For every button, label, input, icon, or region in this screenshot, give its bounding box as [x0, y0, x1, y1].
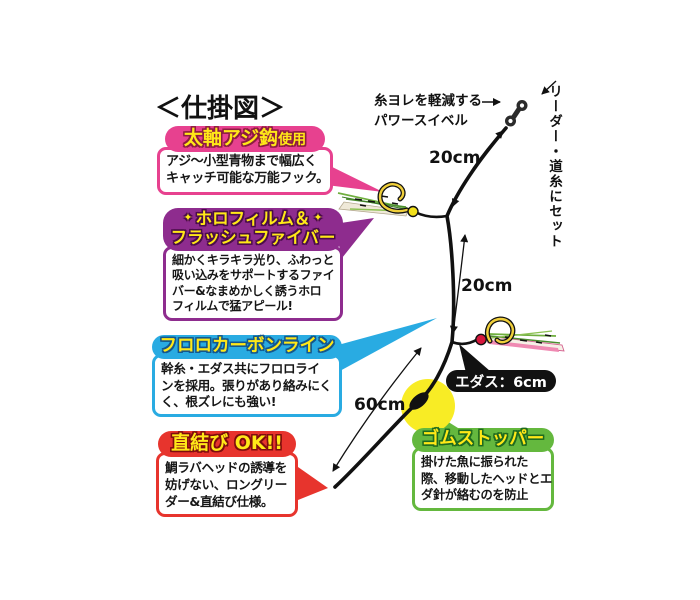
fiber-flecks	[354, 195, 399, 207]
bubble-fluoro-header: フロロカーボンライン	[152, 335, 342, 360]
bubble-hook-header-sub: 使用	[278, 132, 307, 148]
bubble-hook: 太軸アジ鈎使用 アジ〜小型青物まで幅広く キャッチ可能な万能フック。	[157, 126, 333, 195]
bubble-hook-header: 太軸アジ鈎使用	[165, 126, 325, 152]
text-line: キャッチ可能な万能フック。	[166, 170, 329, 186]
fluoro-bubble-pointer	[338, 318, 437, 372]
bubble-stopper: ゴムストッパー 掛けた魚に振られた 際、移動したヘッドとエ ダ針が絡むのを防止	[412, 428, 554, 512]
hook-bubble-pointer	[318, 160, 383, 192]
bubble-holo: ✦ホロフィルム＆✦ フラッシュファイバー 細かくキラキラ光り、ふわっと 吸い込み…	[163, 208, 343, 322]
knot-bubble-pointer	[288, 460, 328, 504]
bubble-holo-header-line1: ✦ホロフィルム＆✦	[167, 209, 339, 229]
sparkle-icon: ✦	[313, 211, 323, 224]
bubble-holo-body: 細かくキラキラ光り、ふわっと 吸い込みをサポートするファイ バー&なまめかしく誘…	[163, 245, 343, 322]
hook-gold-body	[378, 183, 409, 213]
measure-arrow-middle	[449, 234, 469, 334]
edasu-label-pointer	[459, 344, 498, 378]
bubble-knot-header: 直結び OK!!	[158, 431, 296, 457]
text-line: 幹糸・エダス共にフロロライ	[161, 361, 320, 377]
bubble-hook-body: アジ〜小型青物まで幅広く キャッチ可能な万能フック。	[157, 146, 333, 195]
swivel-note-line: パワースイベル	[374, 112, 468, 129]
text-line: く、根ズレにも強い!	[161, 393, 277, 409]
text-line: 妨げない、ロングリー	[165, 476, 287, 492]
text-line: フィルムで猛アピール!	[172, 299, 293, 314]
bubble-knot-body: 鯛ラバヘッドの誘導を 妨げない、ロングリー ダー&直結び仕様。	[156, 451, 298, 517]
leader-note: リーダー・道糸にセット	[546, 84, 562, 249]
swivel-note-line: 糸ヨレを軽減する	[374, 93, 482, 109]
measure-arrow-lower	[332, 347, 422, 472]
text-line: バー&なまめかしく誘うホロ	[172, 283, 322, 298]
page-title: ＜仕掛図＞	[155, 94, 286, 124]
text-line: ダー&直結び仕様。	[165, 493, 274, 509]
swivel-note: 糸ヨレを軽減する パワースイベル	[374, 92, 482, 131]
edasu-length-label: エダス：6cm	[446, 370, 556, 392]
bubble-stopper-header: ゴムストッパー	[412, 428, 554, 453]
text-line: 際、移動したヘッドとエ	[421, 471, 552, 486]
hook-gold-body	[486, 317, 514, 344]
bubble-holo-header-line2: フラッシュファイバー	[170, 227, 336, 247]
flash-fiber	[341, 196, 406, 210]
upper-hook-icon	[377, 181, 410, 214]
measure-arrow-upper	[451, 130, 504, 207]
bubble-fluoro: フロロカーボンライン 幹糸・エダス共にフロロライ ンを採用。張りがあり絡みにく …	[152, 335, 342, 418]
text-line: 吸い込みをサポートするファイ	[172, 268, 335, 283]
text-line: 鯛ラバヘッドの誘導を	[165, 459, 287, 475]
text-line: ダ針が絡むのを防止	[421, 488, 529, 503]
measure-label-lower: 60cm	[354, 395, 405, 415]
bubble-fluoro-body: 幹糸・エダス共にフロロライ ンを採用。張りがあり絡みにく く、根ズレにも強い!	[152, 354, 342, 418]
swivel-ring-hole	[519, 103, 525, 108]
text-line: ンを採用。張りがあり絡みにく	[161, 377, 332, 393]
bubble-holo-header-text1: ホロフィルム＆	[195, 209, 311, 228]
upper-bead	[407, 205, 419, 218]
bubble-holo-header: ✦ホロフィルム＆✦ フラッシュファイバー	[163, 208, 343, 251]
measure-label-upper: 20cm	[429, 148, 480, 168]
sparkle-icon: ✦	[183, 211, 193, 224]
holo-bubble-pointer	[334, 218, 374, 258]
leader-note-arrow	[541, 80, 557, 95]
swivel-icon	[505, 100, 528, 127]
lower-branch-line	[450, 337, 480, 346]
lower-hook-icon	[484, 316, 516, 345]
bubble-knot: 直結び OK!! 鯛ラバヘッドの誘導を 妨げない、ロングリー ダー&直結び仕様。	[156, 431, 298, 517]
flash-fiber	[490, 330, 553, 339]
swivel-ring-hole	[508, 118, 513, 124]
measure-label-middle: 20cm	[461, 276, 512, 296]
swivel-barrel	[510, 107, 522, 120]
text-line: アジ〜小型青物まで幅広く	[166, 153, 317, 169]
bubble-stopper-body: 掛けた魚に振られた 際、移動したヘッドとエ ダ針が絡むのを防止	[412, 447, 554, 512]
upper-branch-line	[413, 210, 449, 219]
text-line: 掛けた魚に振られた	[421, 455, 529, 470]
text-line: 細かくキラキラ光り、ふわっと	[172, 252, 334, 267]
bubble-hook-header-main: 太軸アジ鈎	[183, 127, 279, 149]
lower-bead	[475, 333, 487, 346]
